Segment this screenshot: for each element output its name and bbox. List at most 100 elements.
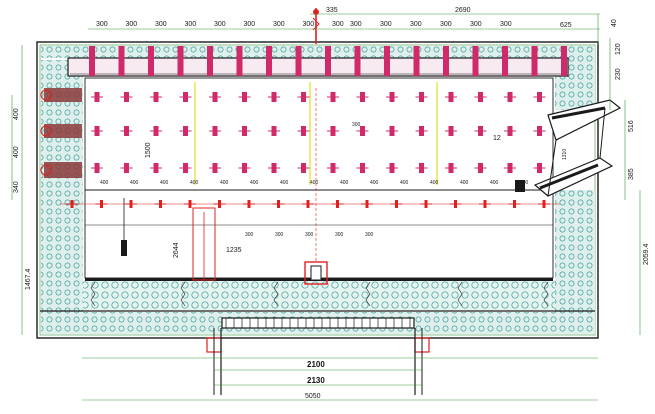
anchor-stud bbox=[209, 92, 221, 102]
row-dim-label: 400 bbox=[190, 180, 199, 186]
dim-1235: 1235 bbox=[226, 247, 242, 254]
burner-ports-left bbox=[40, 88, 82, 178]
anchor-stud bbox=[415, 126, 428, 136]
dim-12: 12 bbox=[493, 135, 501, 142]
right-door-mechanism bbox=[515, 99, 622, 197]
anchor-stud bbox=[386, 163, 398, 173]
dim-340: 340 bbox=[13, 181, 20, 193]
anchor-stud bbox=[504, 92, 516, 102]
anchor-stud bbox=[297, 92, 310, 102]
anchor-stud bbox=[150, 92, 162, 102]
bottom-door-frame bbox=[206, 317, 430, 395]
dim-400b: 400 bbox=[13, 146, 20, 158]
anchor-stud bbox=[533, 126, 546, 136]
dim-2059: 2059.4 bbox=[643, 243, 650, 265]
anchor-stud bbox=[120, 92, 133, 102]
anchor-stud bbox=[268, 163, 280, 173]
top-pitch-label: 300 bbox=[155, 21, 167, 28]
roof-anchor bbox=[236, 46, 243, 76]
anchor-stud bbox=[209, 163, 221, 173]
anchor-stud bbox=[327, 126, 339, 136]
refractory-left-wall bbox=[41, 60, 83, 315]
roof-anchor bbox=[266, 46, 272, 76]
anchor-stud bbox=[91, 163, 103, 173]
anchor-stud bbox=[91, 126, 103, 136]
anchor-stud bbox=[179, 92, 192, 102]
top-pitch-label: 300 bbox=[470, 21, 482, 28]
dim-2690: 2690 bbox=[455, 7, 471, 14]
anchor-stud bbox=[386, 92, 398, 102]
roof-anchor bbox=[413, 46, 420, 76]
row-dim-label: 400 bbox=[340, 180, 349, 186]
dim-516: 516 bbox=[628, 120, 635, 132]
anchor-stud bbox=[209, 126, 221, 136]
row-dim-label: 400 bbox=[490, 180, 499, 186]
anchor-stud bbox=[327, 163, 339, 173]
roof-anchor bbox=[502, 46, 508, 76]
dim-1467: 1467.4 bbox=[25, 268, 32, 290]
top-pitch-label: 300 bbox=[350, 21, 362, 28]
row-dim-label: 300 bbox=[352, 122, 361, 128]
anchor-stud bbox=[179, 163, 192, 173]
dim-2644: 2644 bbox=[173, 242, 180, 258]
anchor-grid bbox=[91, 92, 546, 173]
anchor-stud bbox=[150, 126, 162, 136]
dim-40: 40 bbox=[611, 19, 618, 27]
top-pitch-label: 300 bbox=[500, 21, 512, 28]
support-lines bbox=[194, 82, 438, 185]
row-dim-label: 400 bbox=[130, 180, 139, 186]
roof-anchor-row bbox=[89, 46, 567, 76]
anchor-stud bbox=[474, 126, 487, 136]
row-dim-label: 400 bbox=[520, 180, 529, 186]
anchor-stud bbox=[415, 163, 428, 173]
roof-anchor bbox=[531, 46, 538, 76]
anchor-stud bbox=[297, 126, 310, 136]
top-pitch-label: 300 bbox=[332, 21, 344, 28]
top-pitch-label: 300 bbox=[185, 21, 197, 28]
row-dim-label: 400 bbox=[100, 180, 109, 186]
anchor-stud bbox=[474, 92, 487, 102]
top-pitch-label: 300 bbox=[244, 21, 256, 28]
anchor-stud bbox=[238, 163, 251, 173]
dim-2130: 2130 bbox=[307, 376, 325, 385]
anchor-stud bbox=[445, 163, 457, 173]
dim-400a: 400 bbox=[13, 108, 20, 120]
dim-5050: 5050 bbox=[305, 393, 321, 400]
inner-chamber bbox=[84, 77, 554, 279]
anchor-stud bbox=[386, 126, 398, 136]
anchor-stud bbox=[238, 92, 251, 102]
row-dim-label: 400 bbox=[400, 180, 409, 186]
row-dim-label: 400 bbox=[460, 180, 469, 186]
top-pitch-label: 300 bbox=[410, 21, 422, 28]
roof-anchor bbox=[207, 46, 213, 76]
dim-625: 625 bbox=[560, 22, 572, 29]
top-pitch-label: 300 bbox=[96, 21, 108, 28]
row-dim-label: 300 bbox=[365, 232, 374, 238]
anchor-stud bbox=[238, 126, 251, 136]
dim-1310: 1310 bbox=[562, 149, 568, 160]
roof-anchor bbox=[472, 46, 479, 76]
support-post bbox=[192, 207, 216, 281]
anchor-stud bbox=[504, 126, 516, 136]
top-pitch-label: 300 bbox=[214, 21, 226, 28]
roof-anchor bbox=[384, 46, 390, 76]
anchor-stud bbox=[445, 126, 457, 136]
row-dim-label: 400 bbox=[280, 180, 289, 186]
roof-anchor bbox=[443, 46, 449, 76]
row-dim-label: 400 bbox=[220, 180, 229, 186]
roof-anchor bbox=[354, 46, 361, 76]
anchor-stud bbox=[327, 92, 339, 102]
row-dim-label: 300 bbox=[245, 232, 254, 238]
dim-1500: 1500 bbox=[145, 142, 152, 158]
anchor-stud bbox=[120, 163, 133, 173]
anchor-stud bbox=[91, 92, 103, 102]
anchor-stud bbox=[268, 126, 280, 136]
top-pitch-label: 300 bbox=[380, 21, 392, 28]
anchor-stud bbox=[179, 126, 192, 136]
anchor-stud bbox=[415, 92, 428, 102]
dim-120: 120 bbox=[615, 43, 622, 55]
row-dim-label: 300 bbox=[335, 232, 344, 238]
